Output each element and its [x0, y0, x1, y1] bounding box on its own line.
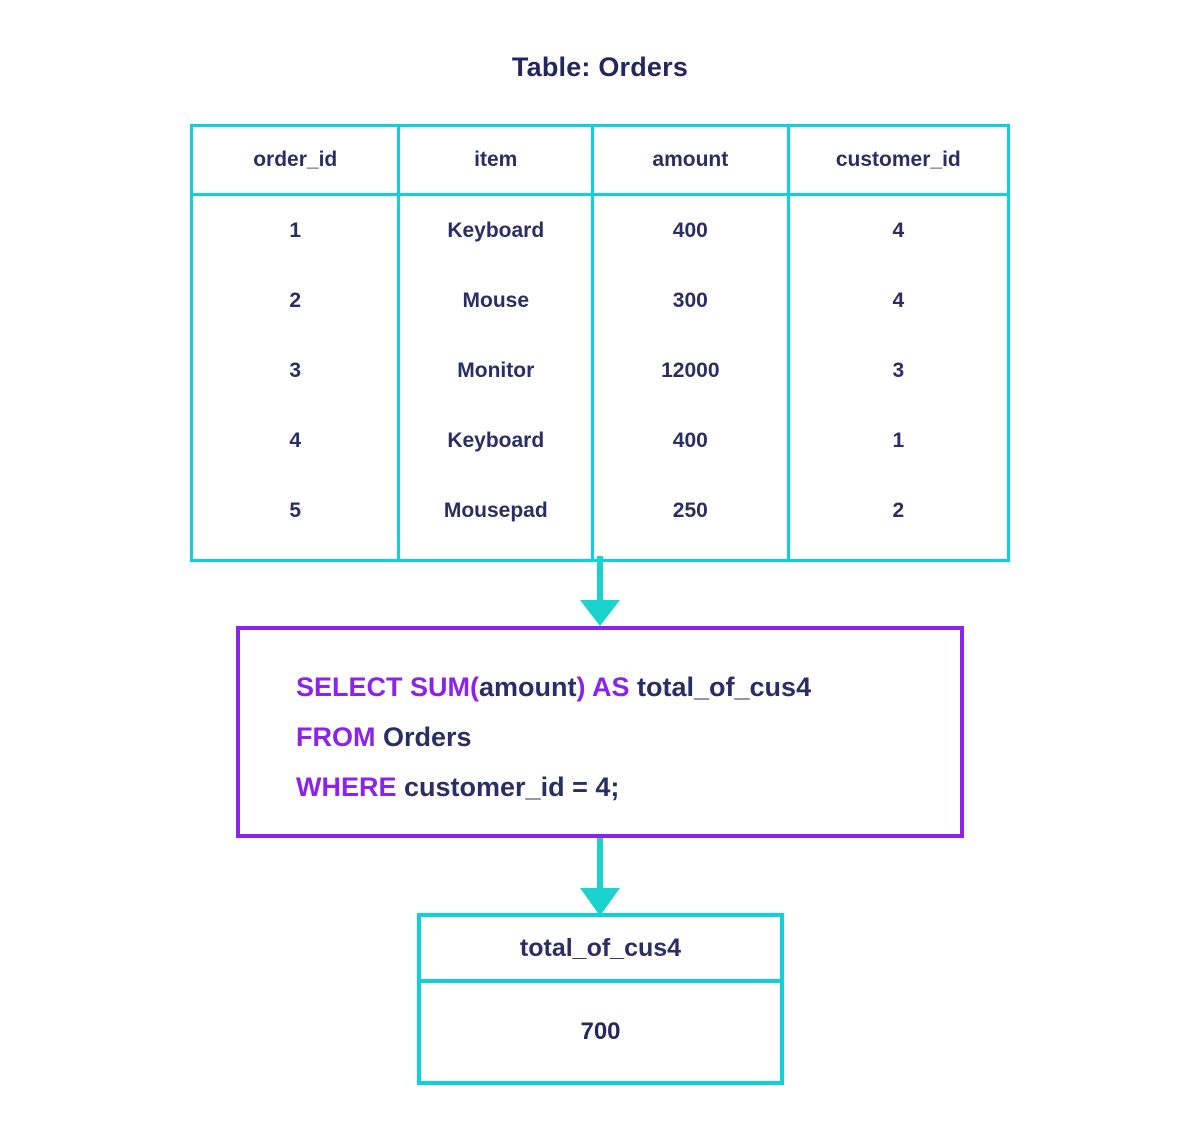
- sql-identifier-orders: Orders: [383, 722, 472, 752]
- table-cell: Keyboard: [447, 219, 545, 242]
- table-cell: Mousepad: [443, 499, 548, 522]
- page-title: Table: Orders: [511, 52, 689, 82]
- sql-keyword-from: FROM: [296, 722, 376, 752]
- column-header-label: item: [474, 148, 518, 171]
- sql-condition-customer-id: customer_id = 4;: [404, 772, 620, 802]
- table-cell: 400: [672, 429, 708, 452]
- source-table-header-row: order_id item amount customer_id: [193, 127, 1007, 196]
- arrow-down-icon-table-to-query: [580, 556, 620, 626]
- table-cell: 4: [289, 429, 302, 452]
- table-cell: 400: [672, 219, 708, 242]
- column-header-label: amount: [652, 148, 729, 171]
- table-column-item: Keyboard Mouse Monitor Keyboard Mousepad: [397, 196, 591, 559]
- sql-query-box: SELECT SUM(amount) AS total_of_cus4 FROM…: [236, 626, 964, 838]
- table-column-order-id: 1 2 3 4 5: [193, 196, 397, 559]
- table-column-customer-id: 4 4 3 1 2: [786, 196, 1007, 559]
- table-cell: 3: [289, 359, 302, 382]
- column-header-label: customer_id: [835, 148, 961, 171]
- column-header-item: item: [397, 127, 591, 193]
- table-cell: 5: [289, 499, 302, 522]
- table-cell: 300: [672, 289, 708, 312]
- source-table: order_id item amount customer_id 1 2 3 4…: [190, 124, 1010, 562]
- arrow-down-icon-query-to-result: [580, 838, 620, 916]
- sql-keyword-as: ) AS: [576, 672, 630, 702]
- column-header-order-id: order_id: [193, 127, 397, 193]
- table-cell: 250: [672, 499, 708, 522]
- sql-identifier-alias: total_of_cus4: [637, 672, 812, 702]
- table-cell: Mouse: [462, 289, 530, 312]
- source-table-body: 1 2 3 4 5 Keyboard Mouse Monitor Keyboar…: [193, 196, 1007, 559]
- result-table: total_of_cus4 700: [417, 913, 784, 1085]
- table-cell: 2: [289, 289, 302, 312]
- sql-identifier-amount: amount: [479, 672, 577, 702]
- result-column-header: total_of_cus4: [421, 917, 780, 983]
- sql-query-line-3: WHERE customer_id = 4;: [296, 762, 940, 812]
- table-cell: 4: [892, 289, 905, 312]
- table-cell: 1: [289, 219, 302, 242]
- sql-query-line-2: FROM Orders: [296, 712, 940, 762]
- column-header-amount: amount: [591, 127, 787, 193]
- result-value-cell: 700: [580, 1018, 621, 1045]
- sql-query-line-1: SELECT SUM(amount) AS total_of_cus4: [296, 662, 940, 712]
- table-cell: Monitor: [457, 359, 535, 382]
- table-cell: 12000: [661, 359, 720, 382]
- sql-keyword-where: WHERE: [296, 772, 397, 802]
- table-cell: 2: [892, 499, 905, 522]
- table-cell: 4: [892, 219, 905, 242]
- sql-query-text: SELECT SUM(amount) AS total_of_cus4 FROM…: [296, 662, 940, 812]
- table-column-amount: 400 300 12000 400 250: [591, 196, 787, 559]
- column-header-customer-id: customer_id: [786, 127, 1007, 193]
- table-cell: 1: [892, 429, 905, 452]
- table-cell: 3: [892, 359, 905, 382]
- column-header-label: order_id: [253, 148, 338, 171]
- sql-keyword-select-sum: SELECT SUM(: [296, 672, 480, 702]
- table-cell: Keyboard: [447, 429, 545, 452]
